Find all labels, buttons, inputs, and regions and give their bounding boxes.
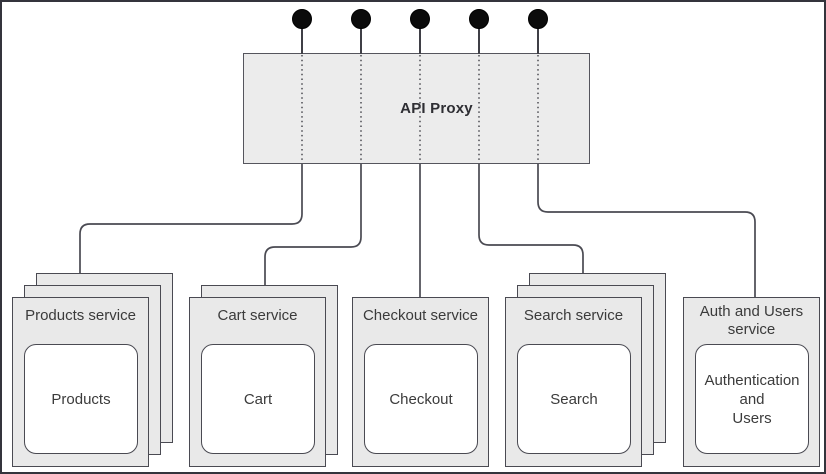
endpoint-dots — [292, 9, 548, 29]
service-products: Products service Products — [12, 273, 173, 467]
connector-products — [79, 164, 303, 275]
service-cart-page-front: Cart service Cart — [189, 297, 326, 467]
service-cart: Cart service Cart — [189, 285, 338, 467]
service-node-cart: Cart — [201, 344, 315, 454]
endpoint-dot — [351, 9, 371, 29]
service-auth-page-front: Auth and Users service Authentication an… — [683, 297, 820, 467]
connector-cart — [264, 164, 362, 287]
service-node-label: Authentication — [704, 371, 800, 389]
api-proxy-box: API Proxy — [243, 53, 590, 164]
service-title-checkout: Checkout service — [362, 307, 479, 324]
service-products-page-front: Products service Products — [12, 297, 149, 467]
service-node-search: Search — [517, 344, 631, 454]
service-node-auth: Authentication and Users — [695, 344, 809, 454]
service-checkout-page-front: Checkout service Checkout — [352, 297, 489, 467]
endpoint-dot — [292, 9, 312, 29]
endpoint-dot — [469, 9, 489, 29]
service-node-label: Checkout — [389, 390, 453, 408]
service-search: Search service Search — [505, 273, 666, 467]
service-title-products: Products service — [25, 307, 136, 324]
endpoint-stems — [301, 19, 539, 54]
service-node-label: Products — [51, 390, 111, 408]
api-proxy-label: API Proxy — [400, 100, 473, 117]
endpoint-dot — [410, 9, 430, 29]
service-title-auth: Auth and Users service — [699, 303, 804, 338]
service-node-products: Products — [24, 344, 138, 454]
service-title-cart: Cart service — [217, 307, 298, 324]
service-node-checkout: Checkout — [364, 344, 478, 454]
service-title-search: Search service — [523, 307, 624, 324]
service-node-label: Users — [732, 409, 772, 427]
endpoint-dot — [528, 9, 548, 29]
service-search-page-front: Search service Search — [505, 297, 642, 467]
service-node-label: and — [739, 390, 765, 408]
service-node-label: Cart — [243, 390, 273, 408]
connector-search — [478, 164, 584, 275]
service-auth: Auth and Users service Authentication an… — [683, 297, 820, 467]
service-checkout: Checkout service Checkout — [352, 297, 489, 467]
service-node-label: Search — [550, 390, 598, 408]
